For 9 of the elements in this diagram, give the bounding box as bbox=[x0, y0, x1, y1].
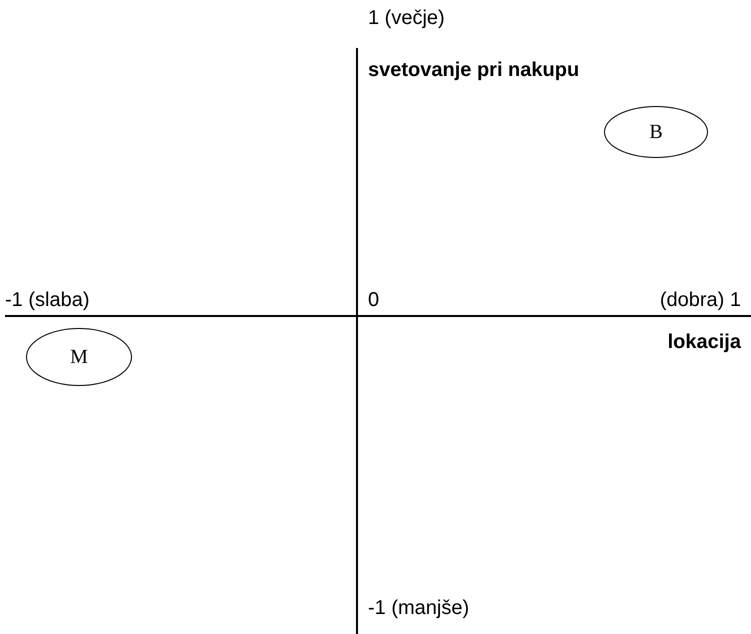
axis-end-label: -1 (manjše) bbox=[368, 596, 470, 620]
axis-title: lokacija bbox=[668, 330, 741, 354]
axis-end-label: (dobra) 1 bbox=[660, 288, 741, 312]
axis-end-label: -1 (slaba) bbox=[5, 288, 90, 312]
marker-letter: B bbox=[649, 120, 663, 144]
origin-label: 0 bbox=[368, 288, 380, 312]
axis-end-label: 1 (večje) bbox=[368, 6, 445, 30]
marker-letter: M bbox=[70, 346, 88, 368]
axis-title: svetovanje pri nakupu bbox=[368, 58, 580, 82]
